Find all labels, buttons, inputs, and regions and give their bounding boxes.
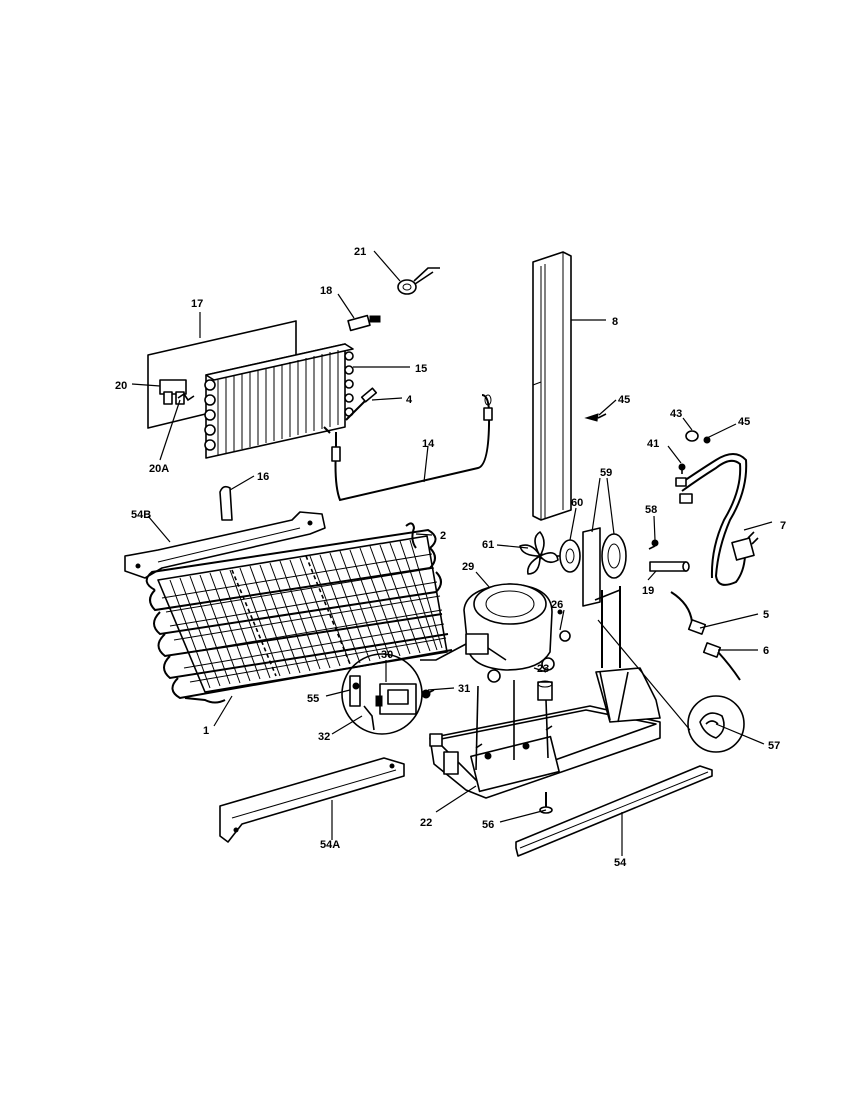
callout-15: 15 — [415, 363, 427, 375]
part-32-cover — [363, 705, 375, 731]
callout-55: 55 — [307, 693, 319, 705]
part-23-mount — [537, 680, 553, 701]
relay-inset-circle — [341, 653, 435, 735]
callout-2: 2 — [440, 530, 446, 542]
part-31-clip — [421, 689, 435, 699]
callout-45: 45 — [618, 394, 630, 406]
callout-22: 22 — [420, 817, 432, 829]
callout-20: 20 — [115, 380, 127, 392]
callout-54: 54 — [614, 857, 627, 869]
part-22-base-pan — [429, 586, 661, 799]
part-54B-upper-rail — [124, 511, 326, 579]
callout-4: 4 — [406, 394, 413, 406]
leader-lines — [131, 250, 773, 856]
callout-labels: 21 18 8 17 15 20 4 45 43 45 14 41 20A 16… — [115, 246, 786, 869]
part-54-lower-rail — [515, 765, 713, 857]
part-16-clip — [219, 485, 233, 521]
callout-16: 16 — [257, 471, 269, 483]
callout-20A: 20A — [149, 463, 169, 475]
part-20A-clip — [177, 392, 195, 402]
callout-61: 61 — [482, 539, 494, 551]
part-41-screw — [678, 463, 686, 474]
part-2-clamp — [405, 522, 417, 549]
callout-21: 21 — [354, 246, 366, 258]
part-7-power-cord — [675, 453, 759, 586]
part-14-drain-heater — [323, 394, 493, 502]
callout-41: 41 — [647, 438, 659, 450]
callout-6: 6 — [763, 645, 769, 657]
part-55-bracket — [349, 675, 361, 707]
callout-8: 8 — [612, 316, 618, 328]
callout-32: 32 — [318, 731, 330, 743]
part-30-relay — [375, 683, 417, 715]
callout-1: 1 — [203, 725, 209, 737]
part-4-heater-connector — [345, 387, 378, 421]
callout-58: 58 — [645, 504, 657, 516]
callout-7: 7 — [780, 520, 786, 532]
part-58-screw — [648, 539, 659, 550]
callout-23: 23 — [537, 663, 549, 675]
callout-18: 18 — [320, 285, 332, 297]
callout-54A: 54A — [320, 839, 340, 851]
part-45-screw — [584, 413, 607, 422]
callout-26: 26 — [551, 599, 563, 611]
callout-54B: 54B — [131, 509, 151, 521]
part-19-tube — [649, 561, 690, 572]
part-21-overload — [397, 267, 440, 295]
part-54A-lower-rail — [219, 757, 405, 843]
callout-29: 29 — [462, 561, 474, 573]
part-57-roller — [687, 695, 745, 753]
part-45-screw-2 — [703, 436, 711, 444]
part-61-fan-blade — [519, 531, 559, 575]
callout-56: 56 — [482, 819, 494, 831]
part-59-fan-bracket — [582, 527, 627, 607]
callout-57: 57 — [768, 740, 780, 752]
part-8-vertical-channel — [532, 251, 572, 521]
part-20-clip — [159, 379, 187, 405]
part-18-defrost-thermostat — [347, 314, 381, 332]
callout-30: 30 — [381, 649, 393, 661]
part-26-grommet — [557, 609, 571, 642]
callout-5: 5 — [763, 609, 769, 621]
part-43-grommet — [685, 430, 699, 442]
callout-60: 60 — [571, 497, 583, 509]
condenser-fins — [161, 539, 447, 689]
part-56-leveling-leg — [539, 792, 553, 814]
part-1-condenser — [145, 528, 453, 704]
part-6-connector — [702, 642, 741, 681]
callout-14: 14 — [422, 438, 435, 450]
callout-17: 17 — [191, 298, 203, 310]
callout-19: 19 — [642, 585, 654, 597]
callout-59: 59 — [600, 467, 612, 479]
part-5-connector — [670, 591, 707, 635]
part-29-compressor — [420, 583, 555, 683]
callout-43: 43 — [670, 408, 682, 420]
callout-45-2: 45 — [738, 416, 750, 428]
part-15-evaporator — [204, 343, 354, 459]
callout-31: 31 — [458, 683, 470, 695]
